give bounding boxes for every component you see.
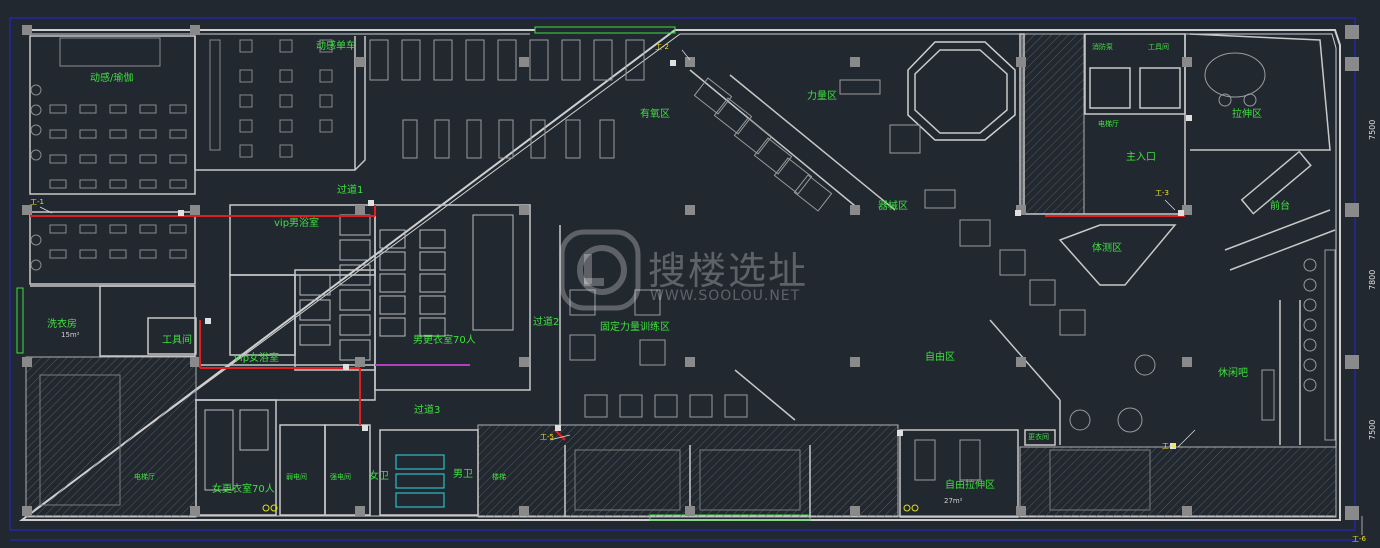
- dimension-2: 7800: [1368, 269, 1377, 290]
- label-rest-bar: 休闲吧: [1218, 368, 1248, 379]
- tag-leaders: [39, 49, 1363, 535]
- dimension-3: 7500: [1368, 419, 1377, 440]
- label-women-wc: 女卫: [369, 471, 389, 482]
- label-corridor2: 过道2: [533, 317, 560, 328]
- watermark-url: WWW.SOOLOU.NET: [650, 288, 801, 304]
- top-window: [534, 26, 676, 34]
- tag-right2: 工-4: [1162, 442, 1176, 450]
- label-laundry: 洗衣房: [47, 319, 77, 330]
- interior-walls: [29, 33, 1336, 518]
- watermark-logo-icon: [559, 229, 641, 311]
- tag-right: 工-3: [1155, 189, 1169, 197]
- outlets: [178, 60, 1192, 449]
- label-stair: 楼梯: [492, 473, 506, 481]
- label-strong-elec: 强电间: [330, 473, 351, 481]
- tag-top: 工-2: [655, 43, 669, 51]
- label-changing: 更衣间: [1028, 433, 1049, 441]
- label-vip-men: vip男浴室: [274, 218, 320, 229]
- label-stretch: 拉伸区: [1232, 109, 1262, 120]
- label-elevator-hall: 电梯厅: [134, 473, 155, 481]
- label-main-entrance: 主入口: [1126, 152, 1156, 163]
- tag-left: 工-1: [30, 198, 44, 206]
- label-free-stretch: 自由拉伸区: [945, 480, 995, 491]
- label-spinning: 动感单车: [316, 41, 356, 52]
- label-elevator-hall2: 电梯厅: [1098, 120, 1119, 128]
- label-equipment: 器械区: [878, 201, 908, 212]
- left-window: [16, 287, 24, 354]
- tag-mid: 工-5: [540, 433, 554, 441]
- label-strength: 力量区: [807, 91, 837, 102]
- tag-bottom-right: 工-6: [1352, 535, 1366, 543]
- label-aerobic: 有氧区: [640, 109, 670, 120]
- label-front-desk: 前台: [1270, 201, 1290, 212]
- equipment-symbols: [30, 37, 1336, 511]
- watermark: 搜楼选址 WWW.SOOLOU.NET: [556, 226, 846, 316]
- label-vip-women: vip女浴室: [234, 353, 280, 364]
- label-fitness: 体测区: [1092, 243, 1122, 254]
- label-corridor3: 过道3: [414, 405, 441, 416]
- label-tool-room: 工具间: [162, 335, 192, 346]
- label-free-weights: 自由区: [925, 352, 955, 363]
- hatched-zones: [25, 33, 1337, 518]
- label-area-note: 27m²: [944, 497, 963, 505]
- label-fire-pump: 消防泵: [1092, 43, 1113, 51]
- label-yoga: 动感/瑜伽: [90, 73, 134, 84]
- floor-drains: [262, 504, 919, 512]
- label-fixed-strength: 固定力量训练区: [600, 322, 670, 333]
- label-men-locker: 男更衣室70人: [413, 335, 476, 346]
- red-pipes: [30, 205, 1185, 441]
- columns: [22, 25, 1359, 520]
- dimension-1: 7500: [1368, 119, 1377, 140]
- label-corridor1: 过道1: [337, 185, 364, 196]
- label-men-wc: 男卫: [453, 469, 473, 480]
- axis-grid: [9, 17, 1356, 541]
- label-tool-room2: 工具间: [1148, 43, 1169, 51]
- watermark-text: 搜楼选址: [648, 249, 809, 293]
- label-laundry-area: 15m²: [61, 331, 80, 339]
- label-weak-elec: 弱电间: [286, 473, 307, 481]
- label-women-locker: 女更衣室70人: [212, 484, 275, 495]
